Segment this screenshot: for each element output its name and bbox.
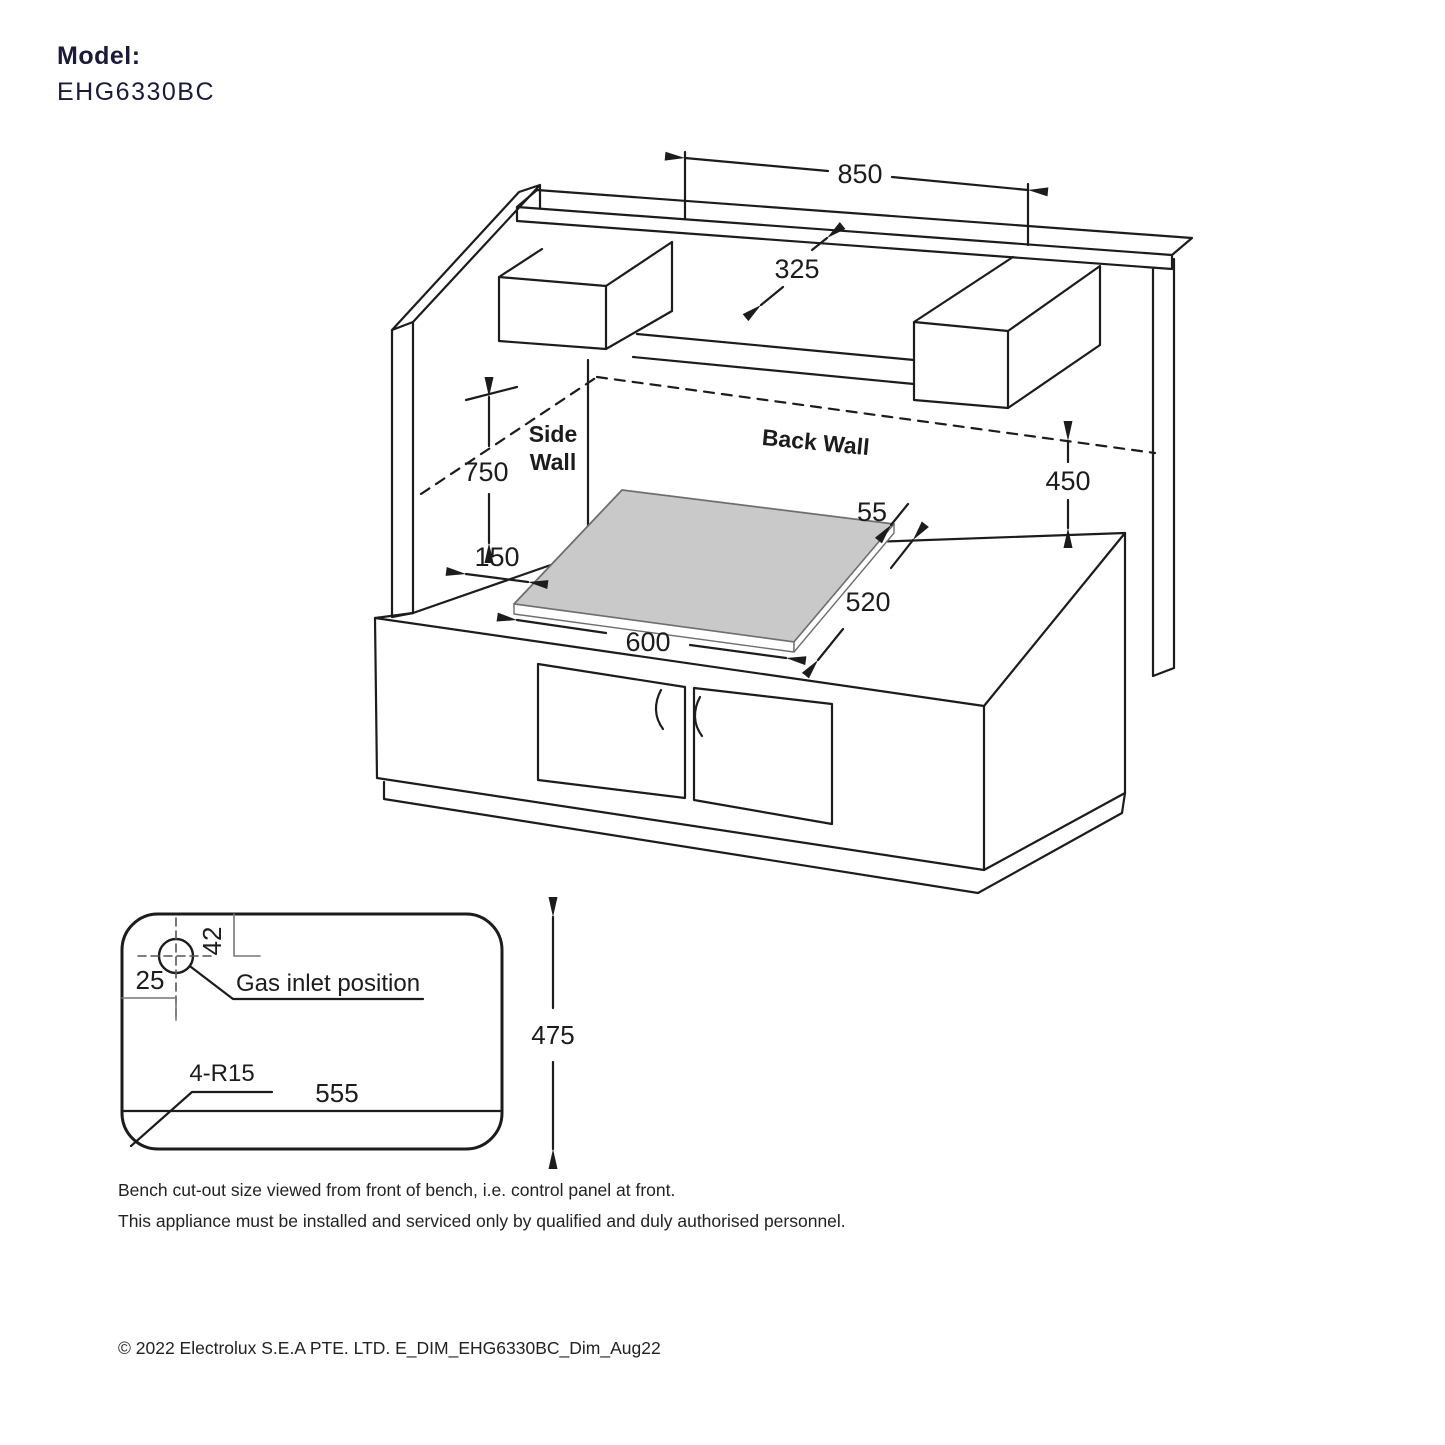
copyright-line: © 2022 Electrolux S.E.A PTE. LTD. E_DIM_… <box>118 1338 661 1358</box>
toe-kick <box>382 780 1127 895</box>
dim-600-label: 600 <box>625 627 670 657</box>
isometric-scene <box>373 150 1194 895</box>
dashed-height-line <box>419 375 1157 496</box>
gas-inlet-label: Gas inlet position <box>236 970 420 997</box>
model-block: Model: EHG6330BC <box>57 42 215 107</box>
cutout-outline <box>120 912 504 1151</box>
dim-520-label: 520 <box>845 587 890 617</box>
back-wall-label: Back Wall <box>761 424 871 460</box>
corner-radius-leader <box>129 1090 274 1148</box>
back-rail <box>631 332 916 386</box>
cutout-detail <box>120 897 558 1169</box>
dim-555-label: 555 <box>315 1078 358 1108</box>
model-number: EHG6330BC <box>57 78 216 106</box>
dim-325-label: 325 <box>774 254 819 284</box>
dim-750-label: 750 <box>463 457 508 487</box>
rangehood-box <box>912 255 1102 410</box>
dim-42-label: 42 <box>197 927 227 956</box>
cabinet-door-left <box>536 662 687 800</box>
note-line-2: This appliance must be installed and ser… <box>118 1211 846 1231</box>
dim-25-label: 25 <box>136 965 165 995</box>
dimension-lines <box>445 150 1073 679</box>
note-line-1: Bench cut-out size viewed from front of … <box>118 1180 676 1200</box>
side-wall-label-line1: Side <box>529 421 578 447</box>
dim-475-label: 475 <box>531 1020 574 1050</box>
door-handle-arcs <box>654 688 704 738</box>
bench-cabinet <box>373 531 1127 895</box>
dim-42-bracket <box>233 913 261 957</box>
dim-450-label: 450 <box>1045 466 1090 496</box>
cooktop <box>513 489 895 653</box>
corner-radius-label: 4-R15 <box>189 1060 254 1087</box>
gas-inlet-leader <box>189 965 425 1001</box>
cabinet-door-right <box>692 686 834 826</box>
back-wall-panel <box>1151 257 1176 678</box>
dim-55-label: 55 <box>857 497 887 527</box>
installation-notes: Bench cut-out size viewed from front of … <box>118 1180 846 1242</box>
dim-150-label: 150 <box>474 542 519 572</box>
left-upper-cabinet <box>497 240 674 351</box>
dim-850-label: 850 <box>837 159 882 189</box>
side-wall-panel <box>390 183 590 619</box>
top-shelf-board <box>515 188 1194 271</box>
dim-25-bracket <box>121 997 177 1021</box>
side-wall-label-line2: Wall <box>530 449 576 475</box>
model-label: Model: <box>57 42 141 70</box>
